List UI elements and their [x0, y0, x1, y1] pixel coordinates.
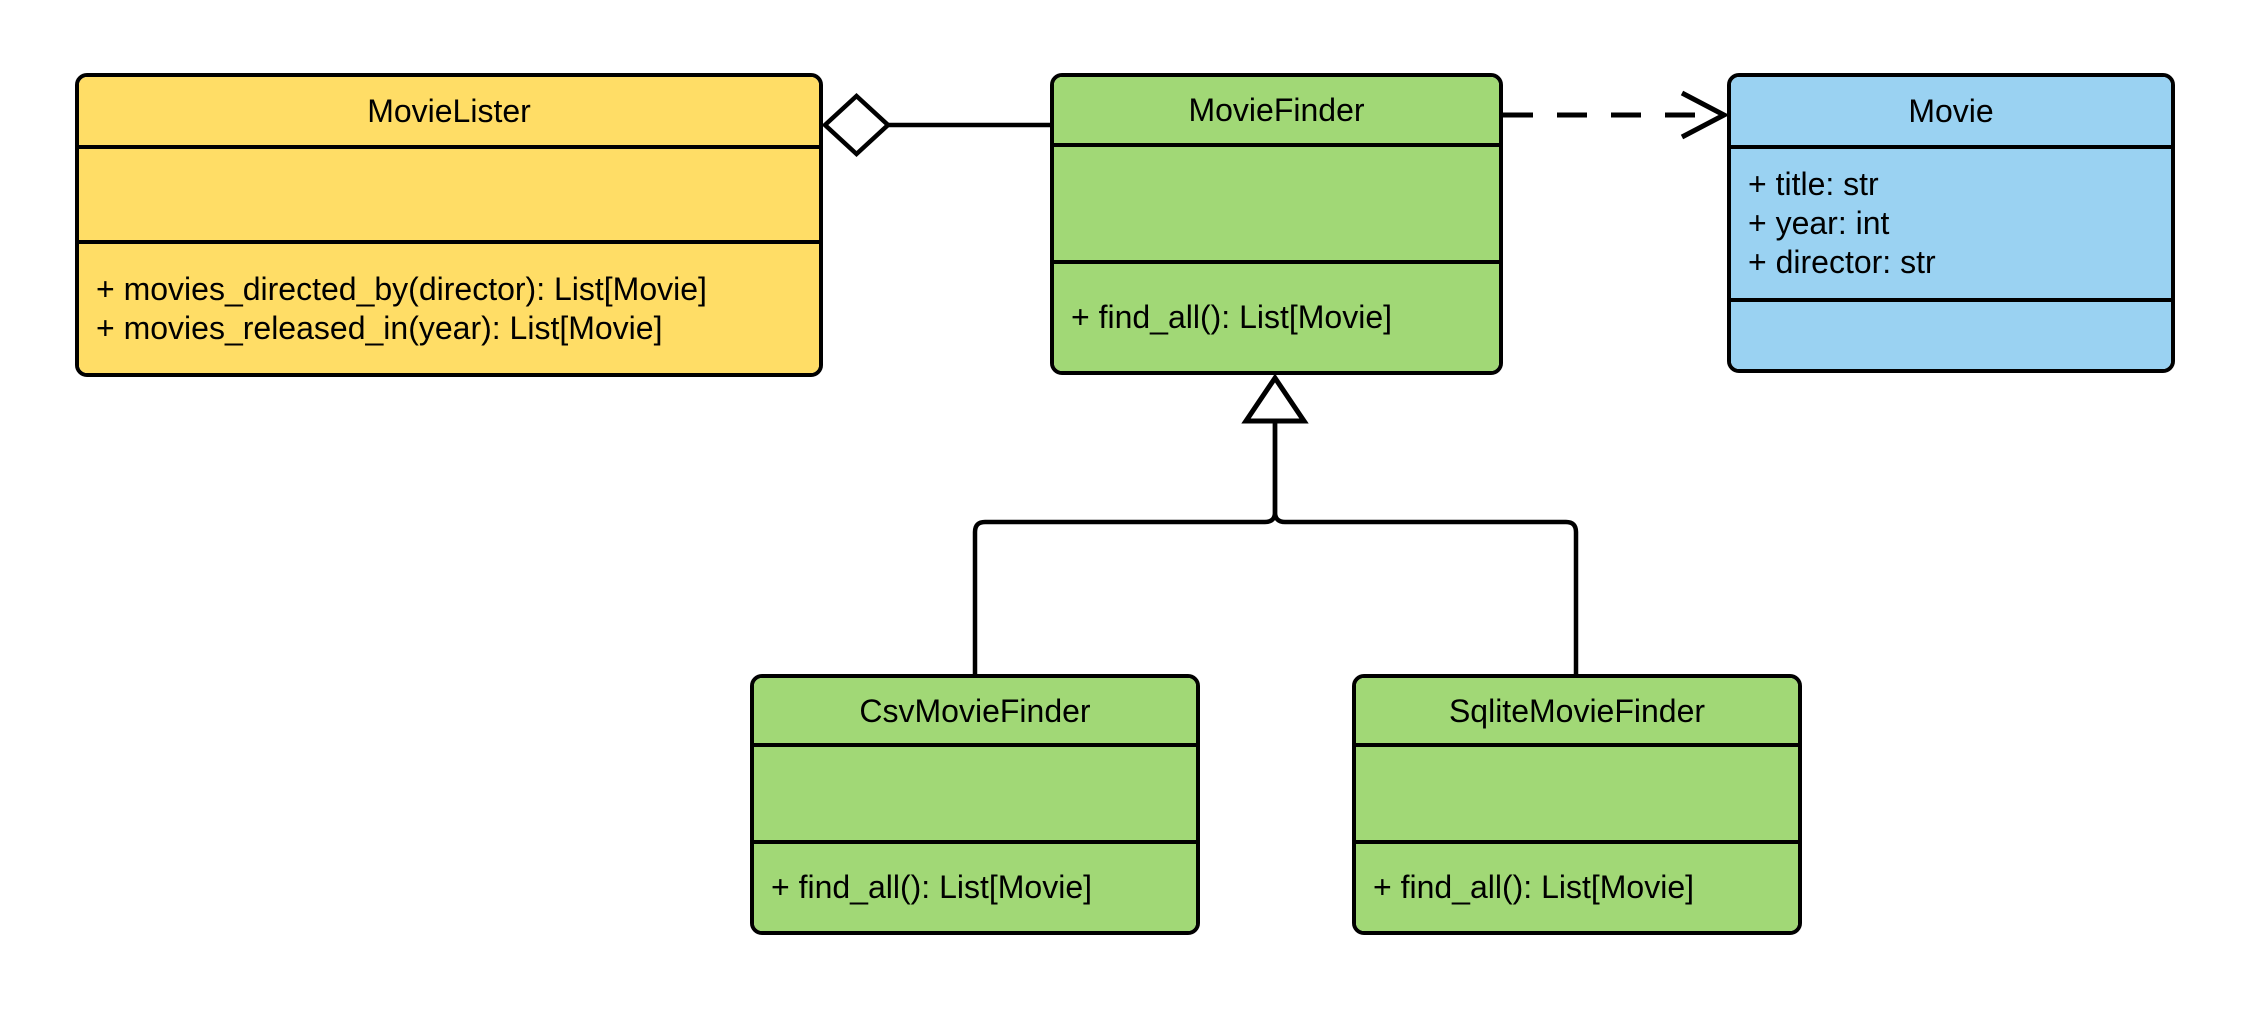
dependency-arrowhead-icon: [1680, 90, 1730, 140]
class-csvmoviefinder-methods: + find_all(): List[Movie]: [754, 840, 1196, 931]
class-movie-attributes: + title: str + year: int + director: str: [1731, 145, 2171, 298]
method: + movies_directed_by(director): List[Mov…: [96, 270, 707, 307]
attribute: + year: int: [1748, 205, 1890, 241]
attribute: + director: str: [1748, 244, 1936, 280]
class-csvmoviefinder-title: CsvMovieFinder: [754, 678, 1196, 743]
method: + find_all(): List[Movie]: [1373, 869, 1695, 905]
method: + find_all(): List[Movie]: [771, 869, 1093, 905]
generalization-link-csv: [972, 421, 1278, 674]
generalization-triangle-icon: [1241, 373, 1309, 424]
class-name: MovieFinder: [1188, 92, 1365, 128]
generalization-link-sqlite: [1272, 421, 1579, 674]
aggregation-diamond-icon: [821, 92, 892, 158]
class-sqlitemoviefinder-title: SqliteMovieFinder: [1356, 678, 1798, 743]
class-name: CsvMovieFinder: [859, 692, 1091, 729]
class-movie-title: Movie: [1731, 77, 2171, 145]
class-csvmoviefinder: CsvMovieFinder + find_all(): List[Movie]: [750, 674, 1200, 935]
method: + movies_released_in(year): List[Movie]: [96, 309, 663, 346]
class-moviefinder: MovieFinder + find_all(): List[Movie]: [1050, 73, 1503, 375]
class-movielister-title: MovieLister: [79, 77, 819, 145]
class-sqlitemoviefinder: SqliteMovieFinder + find_all(): List[Mov…: [1352, 674, 1802, 935]
class-moviefinder-attributes: [1054, 143, 1499, 260]
class-movielister-methods: + movies_directed_by(director): List[Mov…: [79, 240, 819, 373]
class-name: Movie: [1908, 93, 1994, 129]
class-movielister-attributes: [79, 145, 819, 240]
attribute: + title: str: [1748, 166, 1879, 202]
class-moviefinder-title: MovieFinder: [1054, 77, 1499, 143]
class-movielister: MovieLister + movies_directed_by(directo…: [75, 73, 823, 377]
class-sqlitemoviefinder-methods: + find_all(): List[Movie]: [1356, 840, 1798, 931]
class-moviefinder-methods: + find_all(): List[Movie]: [1054, 260, 1499, 371]
class-movie-methods: [1731, 298, 2171, 369]
class-name: SqliteMovieFinder: [1448, 692, 1706, 729]
method: + find_all(): List[Movie]: [1071, 299, 1393, 335]
class-name: MovieLister: [367, 93, 531, 129]
class-csvmoviefinder-attributes: [754, 743, 1196, 840]
class-sqlitemoviefinder-attributes: [1356, 743, 1798, 840]
class-movie: Movie + title: str + year: int + directo…: [1727, 73, 2175, 373]
